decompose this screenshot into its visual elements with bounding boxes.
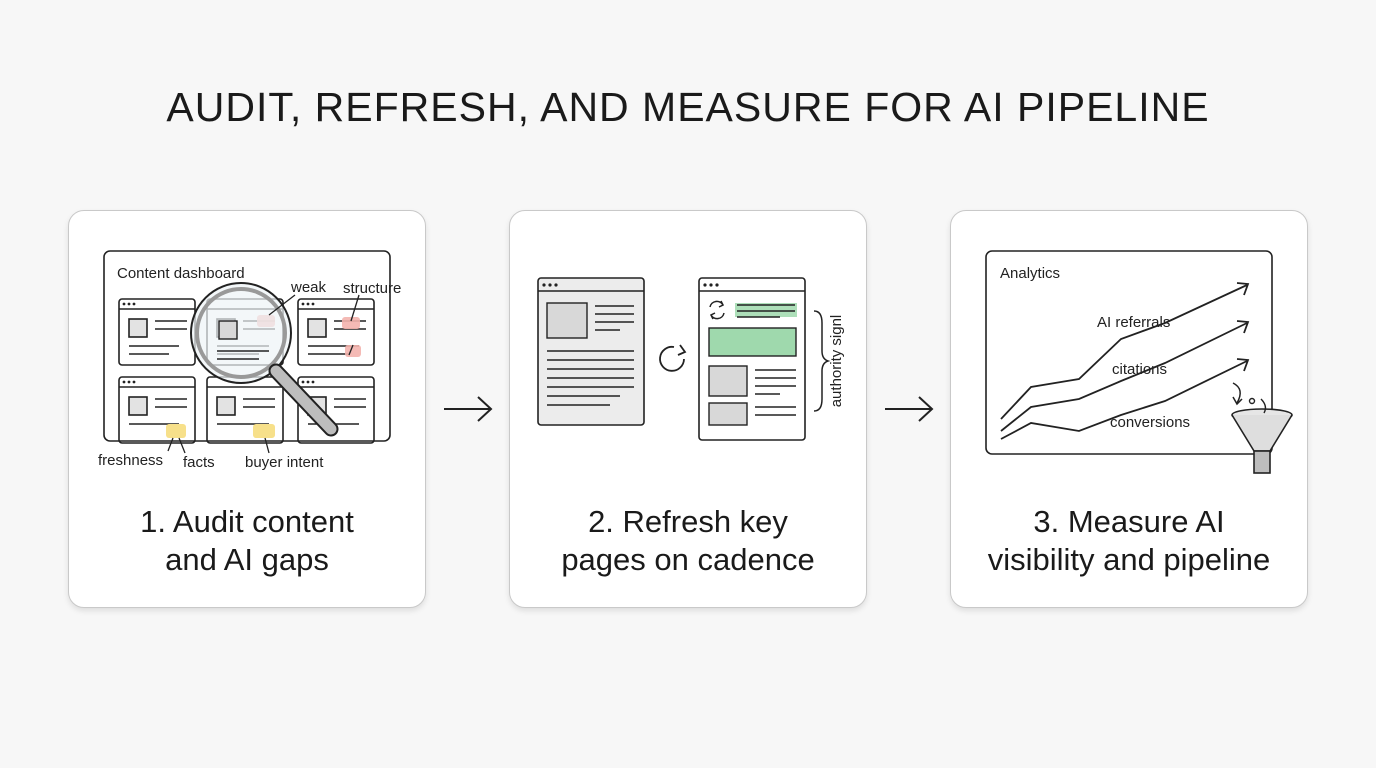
side-label: authority signl [828,315,845,408]
step-card-audit: Content dashboard weak structure freshne… [68,210,426,608]
page-before [537,277,645,426]
step-card-measure: Analytics AI referrals citations convers… [950,210,1308,608]
step-card-refresh: authority signl 2. Refresh key pages on … [509,210,867,608]
analytics-frame [985,250,1273,455]
magnifying-glass-icon [190,282,339,437]
caption-line: 2. Refresh key [588,504,788,539]
structure-label: structure [343,280,401,297]
mini-window [297,298,375,366]
weak-label: weak [290,279,327,296]
step-caption: 3. Measure AI visibility and pipeline [951,503,1307,579]
series-line-conversions [1000,360,1248,440]
caption-line: 1. Audit content [140,504,354,539]
brace [813,310,831,412]
freshness-label: freshness [98,452,163,469]
sync-icon [709,300,725,320]
structure-highlight [345,345,361,357]
freshness-highlight [166,424,186,438]
caption-line: and AI gaps [165,542,329,577]
refresh-illustration: authority signl [537,277,845,441]
measure-illustration: Analytics AI referrals citations convers… [985,250,1293,474]
series-line-citations [1000,322,1248,432]
caption-line: 3. Measure AI [1033,504,1225,539]
structure-highlight [342,317,360,329]
series-label: citations [1112,361,1167,378]
step-caption: 2. Refresh key pages on cadence [510,503,866,579]
caption-line: pages on cadence [561,542,815,577]
series-label: conversions [1110,414,1190,431]
step-caption: 1. Audit content and AI gaps [69,503,425,579]
mini-window [118,298,196,366]
series-line-ai-referrals [1000,284,1248,420]
caption-line: visibility and pipeline [987,542,1271,577]
arrow-right-icon [444,396,493,422]
facts-label: facts [183,454,215,471]
series-label: AI referrals [1097,314,1170,331]
audit-illustration: Content dashboard weak structure freshne… [98,250,401,471]
mini-window [118,376,196,444]
panel-label: Content dashboard [117,265,245,282]
funnel-icon [1231,397,1293,474]
page-after [698,277,806,441]
buyer-intent-label: buyer intent [245,454,324,471]
page-title: AUDIT, REFRESH, AND MEASURE FOR AI PIPEL… [166,84,1210,130]
arrow-right-icon [885,396,934,422]
buyer-intent-highlight [253,424,275,438]
dashboard-frame [103,250,391,442]
panel-label: Analytics [1000,265,1060,282]
refresh-icon [659,344,687,372]
